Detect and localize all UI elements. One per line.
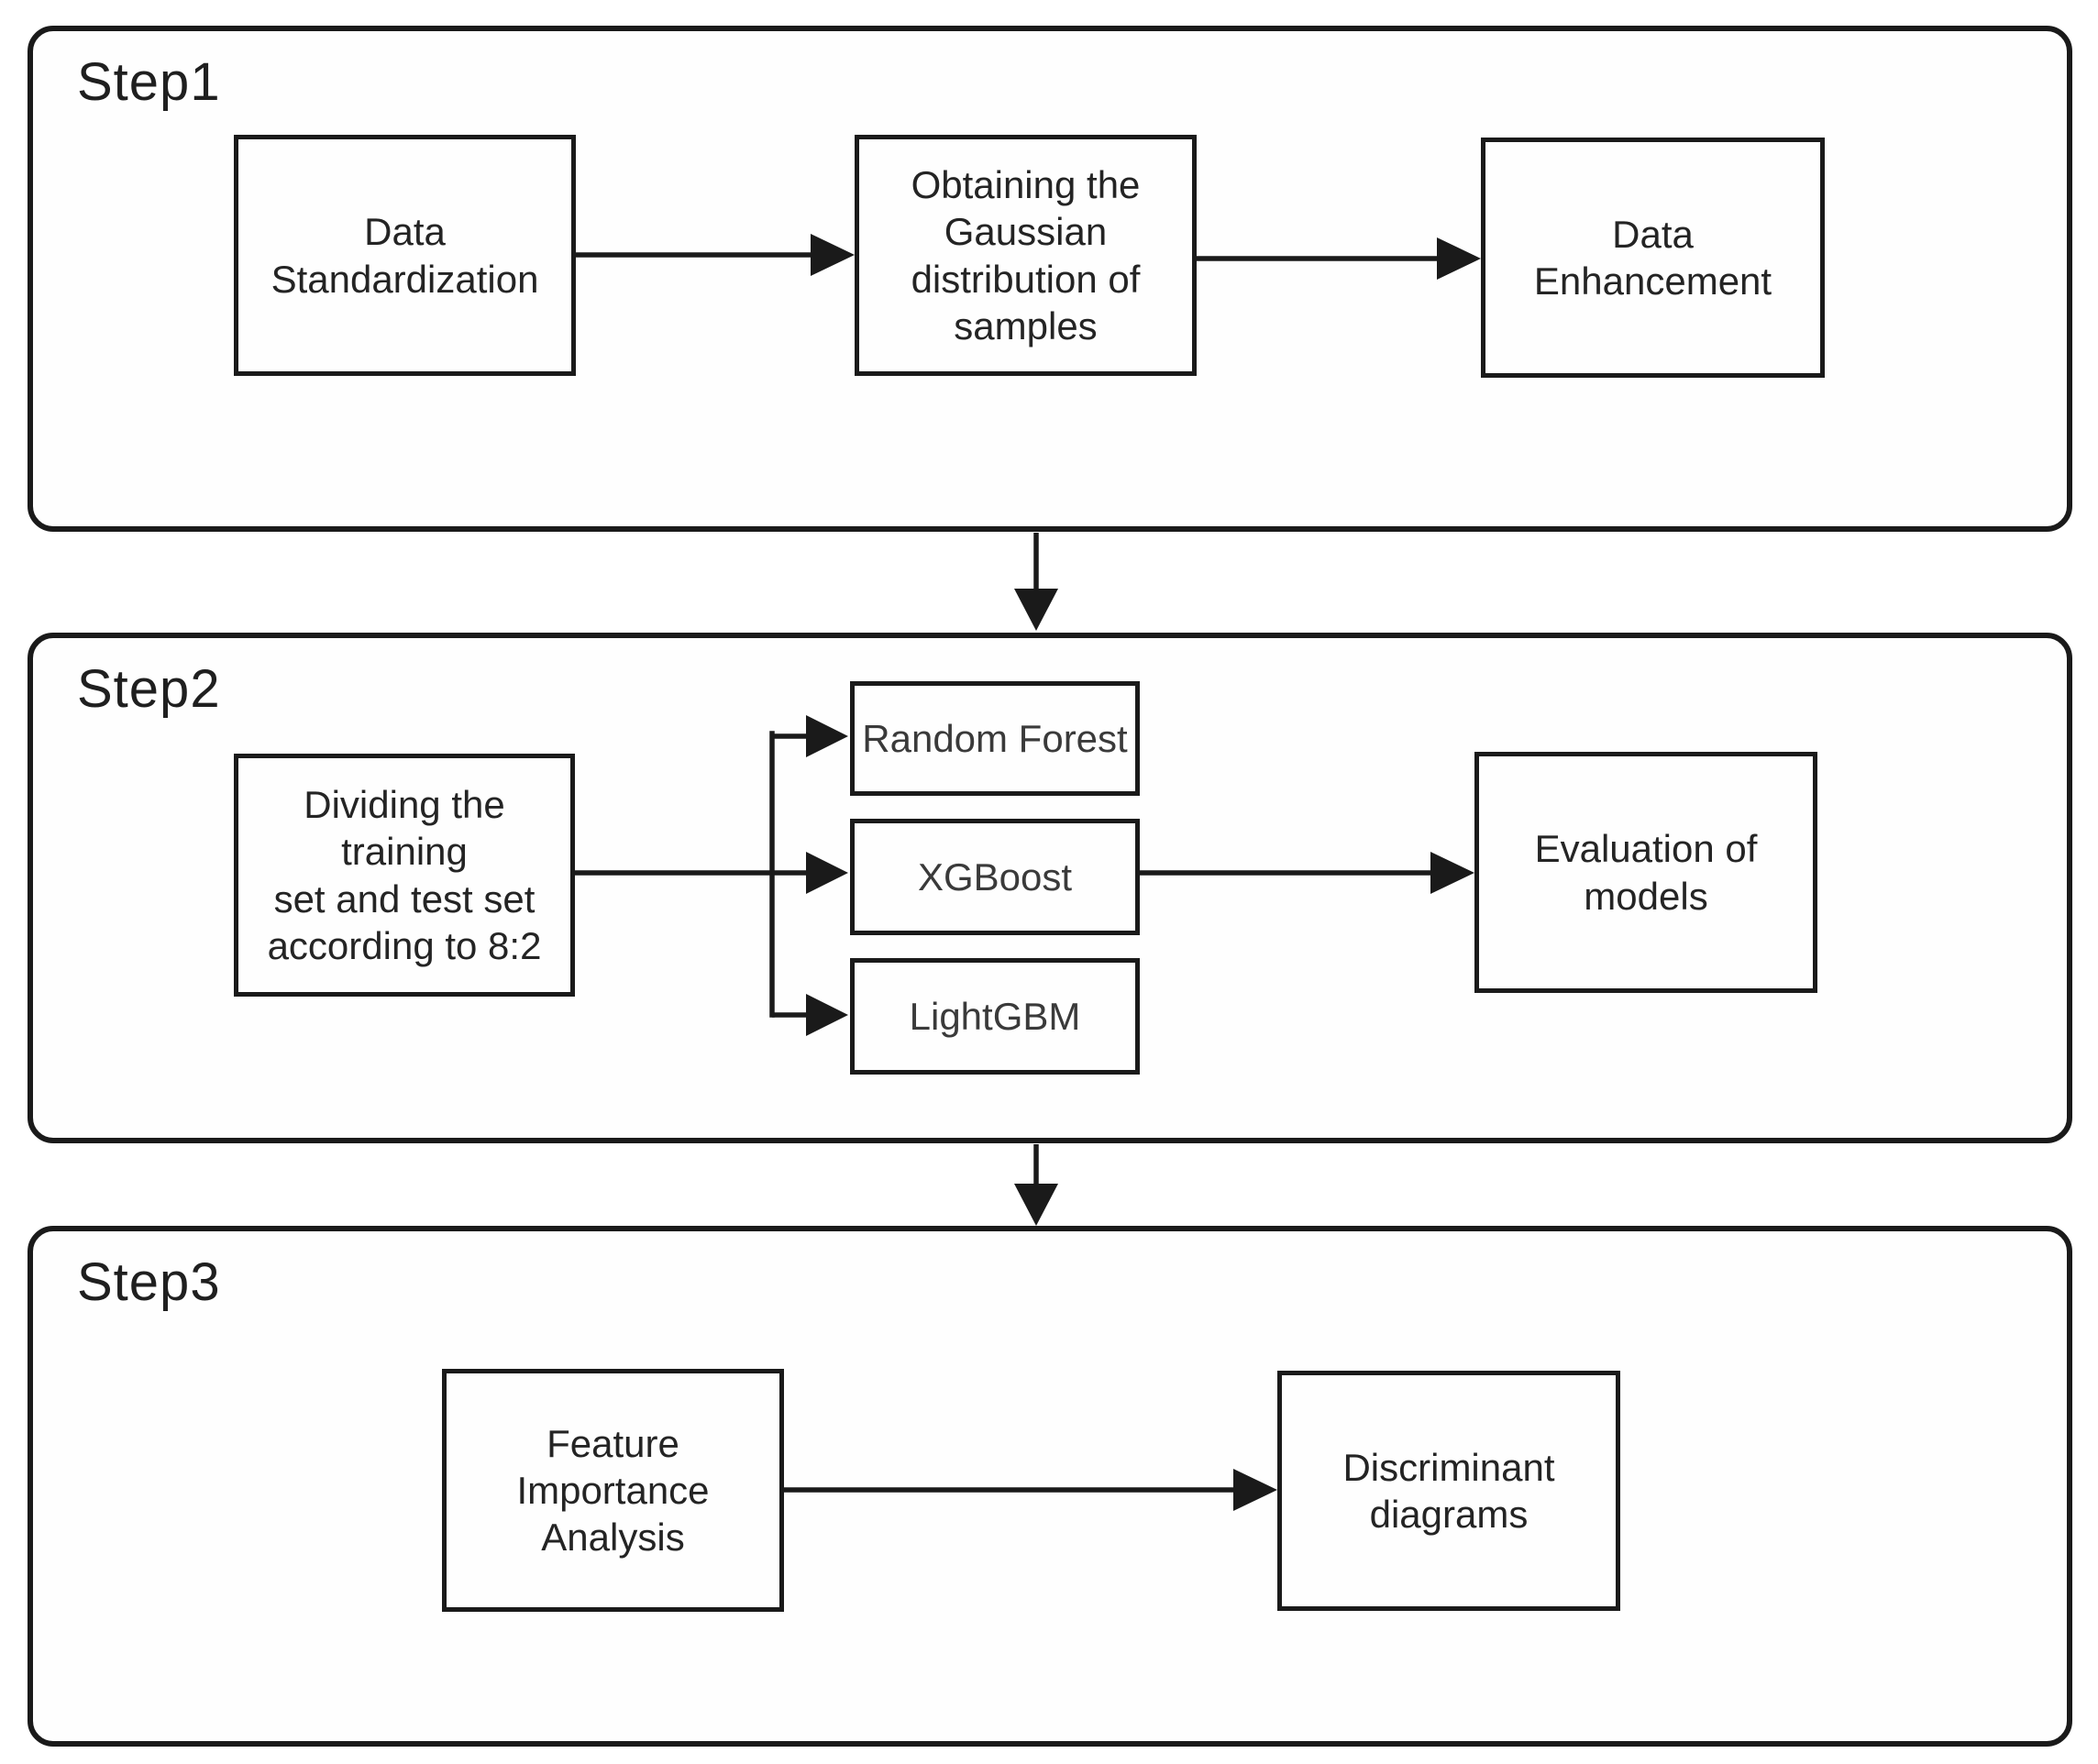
node-dividing-sets: Dividing the training set and test set a…: [234, 754, 575, 997]
node-evaluation-models: Evaluation of models: [1474, 752, 1817, 993]
node-data-standardization: Data Standardization: [234, 135, 576, 376]
step1-label: Step1: [77, 52, 221, 112]
arrow-step2-to-step3: [1014, 1144, 1058, 1226]
node-feature-importance: Feature Importance Analysis: [442, 1369, 784, 1612]
node-lightgbm: LightGBM: [850, 958, 1140, 1075]
node-gaussian-distribution: Obtaining the Gaussian distribution of s…: [855, 135, 1197, 376]
node-xgboost: XGBoost: [850, 819, 1140, 935]
node-random-forest: Random Forest: [850, 681, 1140, 796]
node-data-enhancement: Data Enhancement: [1481, 138, 1825, 378]
step2-label: Step2: [77, 659, 221, 719]
arrow-step1-to-step2: [1014, 533, 1058, 631]
step3-container: Step3: [28, 1226, 2072, 1747]
node-discriminant-diagrams: Discriminant diagrams: [1277, 1371, 1620, 1611]
step3-label: Step3: [77, 1252, 221, 1312]
